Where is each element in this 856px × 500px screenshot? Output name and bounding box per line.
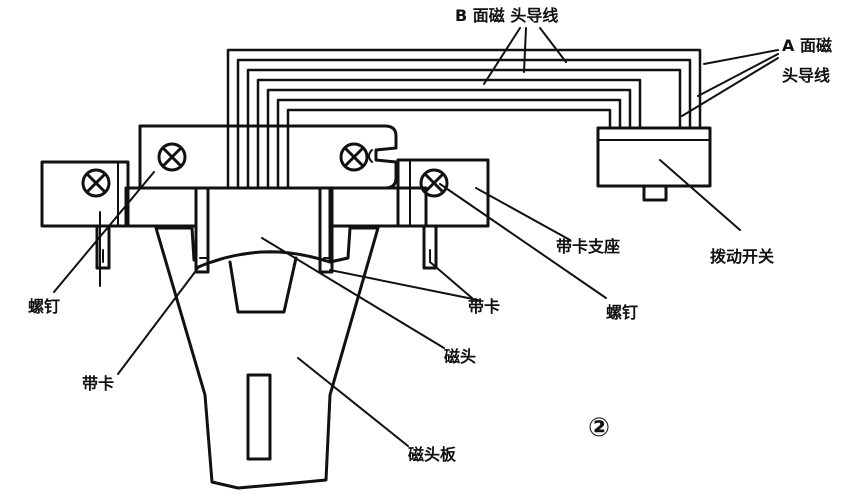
label-tape-clip-left: 带卡: [82, 374, 114, 393]
tape-clip-left-post: [194, 186, 210, 274]
label-tape-clip-right: 带卡: [468, 297, 500, 316]
screw-top-right: [339, 142, 369, 172]
screw-left-base: [81, 168, 111, 198]
toggle-switch-lever: [642, 184, 668, 202]
top-mount-notch: [368, 149, 373, 163]
tape-holder-base-left: [40, 160, 130, 228]
leader-lines: [53, 27, 779, 447]
label-a-leads-2: 头导线: [782, 66, 830, 85]
label-magnetic-head: 磁头: [444, 347, 476, 366]
screw-top-left: [157, 142, 187, 172]
label-tape-holder-base: 带卡支座: [556, 237, 620, 256]
label-a-leads-1: A 面磁: [782, 36, 832, 55]
label-figure-number: ②: [588, 413, 610, 443]
label-screw-left: 螺钉: [28, 297, 60, 316]
label-head-plate: 磁头板: [408, 445, 457, 464]
screw-right-base: [419, 168, 449, 198]
toggle-switch-body: [596, 126, 712, 188]
label-screw-right: 螺钉: [606, 303, 638, 322]
magnetic-head-block: [194, 186, 332, 270]
pin-left: [95, 224, 111, 270]
label-toggle-switch: 拨动开关: [710, 247, 774, 266]
head-plate-body: [154, 226, 380, 490]
labels: B 面磁 头导线 A 面磁 头导线 带卡支座 拨动开关 螺钉 螺钉 带卡 带卡 …: [28, 6, 832, 464]
tape-clip-right-post: [318, 186, 334, 274]
tape-holder-base-right: [396, 158, 490, 228]
magnetic-head-front: [228, 256, 298, 314]
label-b-leads: B 面磁 头导线: [455, 6, 558, 25]
pin-right: [422, 224, 438, 270]
lead-wires: [226, 48, 702, 190]
head-plate-slot: [246, 373, 272, 461]
